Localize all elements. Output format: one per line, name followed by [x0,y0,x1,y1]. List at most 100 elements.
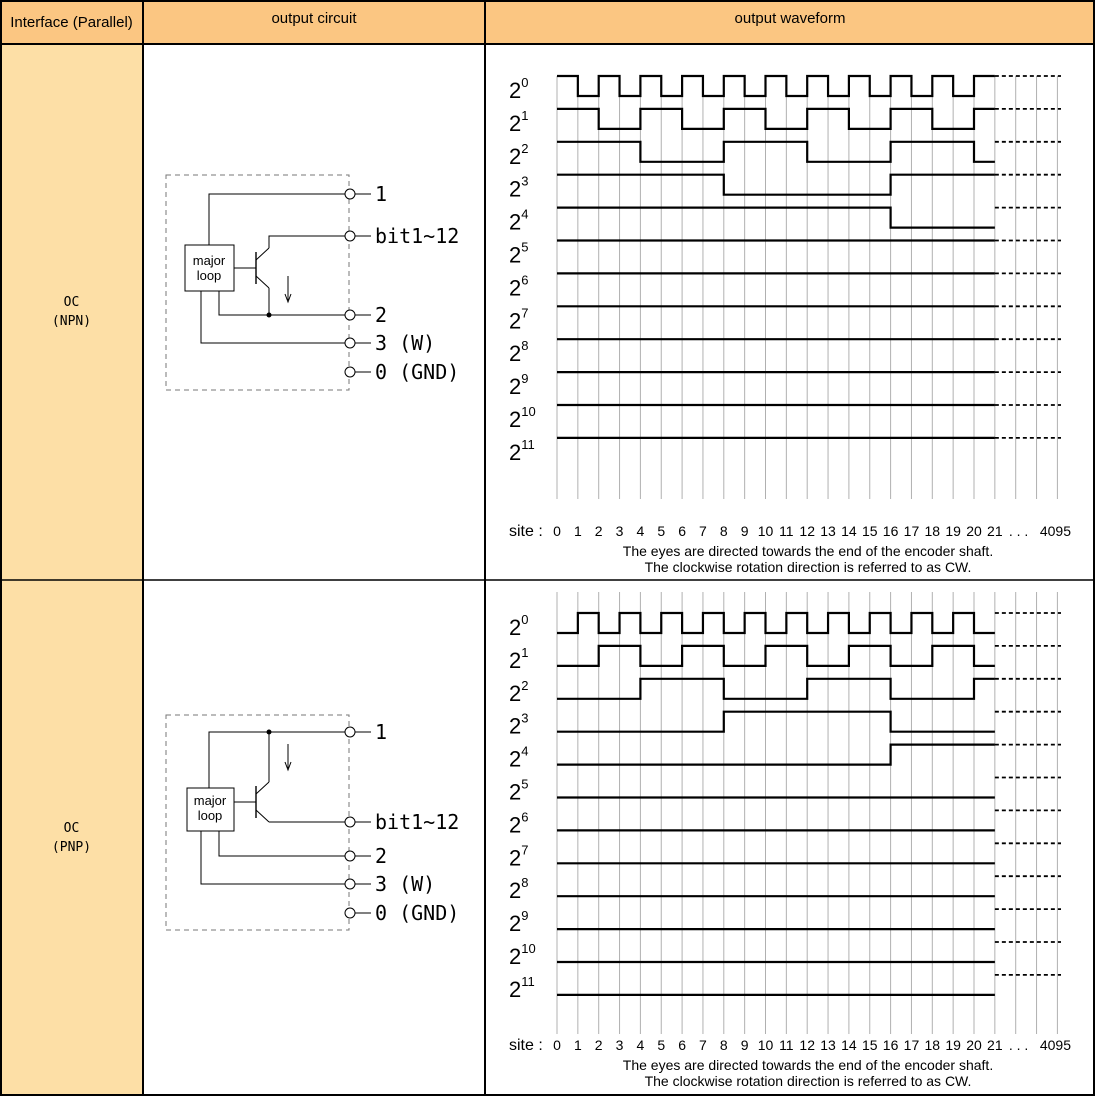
site-tick-label: 5 [657,1037,665,1053]
site-tick-label: 1 [574,1037,582,1053]
site-tick-label: 14 [841,523,857,539]
bit-label: 210 [509,404,536,432]
note-line-1: The eyes are directed towards the end of… [623,1057,993,1073]
site-tick-label: 17 [904,1037,920,1053]
site-tick-label: 1 [574,523,582,539]
bit-label: 24 [509,744,528,772]
site-tick-label: 0 [553,523,561,539]
bit-label: 24 [509,207,528,235]
wire-terminal-2 [218,831,345,857]
site-tick-label: 8 [720,523,728,539]
terminal-label-1: 1 [375,182,387,206]
transistor-emitter [255,781,270,795]
site-tick-label: 0 [553,1037,561,1053]
site-tick-label: 9 [741,523,749,539]
note-line-1: The eyes are directed towards the end of… [623,543,993,559]
header-interface-label: Interface (Parallel) [10,13,133,31]
site-tick-label: 12 [799,1037,815,1053]
site-tick-label: 16 [883,1037,899,1053]
site-tick-label: 12 [799,523,815,539]
bit-label: 28 [509,875,528,903]
signal-trace [557,677,995,700]
interface-type: (NPN) [51,314,92,329]
bit-label: 29 [509,371,528,399]
bit-label: 22 [509,141,528,169]
signal-trace [557,173,995,196]
terminal-label-3: 3 (W) [375,872,435,896]
site-tick-label: 10 [758,523,774,539]
header-waveform: output waveform [485,0,1095,44]
terminal-label-0: 0 (GND) [375,360,459,384]
site-tick-label: 8 [720,1037,728,1053]
wire-terminal-1 [208,193,345,245]
block-label-line2: loop [197,268,222,283]
transistor-collector [255,247,270,261]
bit-label: 22 [509,678,528,706]
bit-label: 27 [509,305,528,333]
bit-label: 25 [509,240,528,268]
wire-terminal-3 [200,831,345,885]
terminal-label-3: 3 (W) [375,331,435,355]
site-tick-label: 20 [966,523,982,539]
site-tick-label: 17 [904,523,920,539]
bit-label: 210 [509,941,536,969]
terminal-label-1: 1 [375,720,387,744]
bit-label: 21 [509,108,528,136]
site-tick-label: 15 [862,523,878,539]
interface-type: (PNP) [51,840,92,855]
bit-label: 21 [509,645,528,673]
terminal-label-bit: bit1~12 [375,224,459,248]
signal-trace [557,644,995,668]
site-tick-label: 4 [637,523,645,539]
signal-trace [557,140,995,163]
wire-bit-output [268,235,345,248]
site-tick-label: 2 [595,523,603,539]
interface-code: OC [63,295,80,310]
header-waveform-label: output waveform [734,10,846,27]
site-tick-label: 20 [966,1037,982,1053]
signal-trace [557,206,995,229]
site-tick-label: 19 [945,1037,961,1053]
site-tick-label: 11 [779,1037,794,1053]
note-line-2: The clockwise rotation direction is refe… [645,559,972,575]
site-tick-label: 2 [595,1037,603,1053]
site-tick-label: 6 [678,523,686,539]
site-axis-label: site : [509,523,543,540]
bit-label: 20 [509,612,528,640]
terminal-label-2: 2 [375,844,387,868]
bit-label: 23 [509,174,528,202]
circuit-cell-npn: major loop [143,44,485,580]
terminal-label-0: 0 (GND) [375,901,459,925]
site-tick-label: 7 [699,1037,707,1053]
transistor-emitter [255,275,270,289]
bit-label: 211 [509,437,535,465]
bit-label: 20 [509,75,528,103]
site-tick-label: 13 [820,1037,836,1053]
site-ellipsis: . . . [1009,523,1028,539]
site-tick-label: 18 [925,1037,941,1053]
signal-trace [557,710,995,733]
signal-trace [557,743,995,766]
site-tick-label: 3 [616,523,624,539]
site-last-label: 4095 [1040,1037,1071,1053]
site-tick-label: 21 [987,523,1003,539]
site-tick-label: 9 [741,1037,749,1053]
site-tick-label: 19 [945,523,961,539]
bit-label: 27 [509,842,528,870]
header-circuit: output circuit [143,0,485,44]
signal-trace [557,74,995,98]
wire-terminal-2 [218,291,345,316]
bit-label: 26 [509,809,528,837]
site-tick-label: 7 [699,523,707,539]
bit-label: 23 [509,711,528,739]
site-tick-label: 21 [987,1037,1003,1053]
wire-terminal-1 [208,731,345,788]
site-ellipsis: . . . [1009,1037,1028,1053]
site-tick-label: 4 [637,1037,645,1053]
site-tick-label: 14 [841,1037,857,1053]
